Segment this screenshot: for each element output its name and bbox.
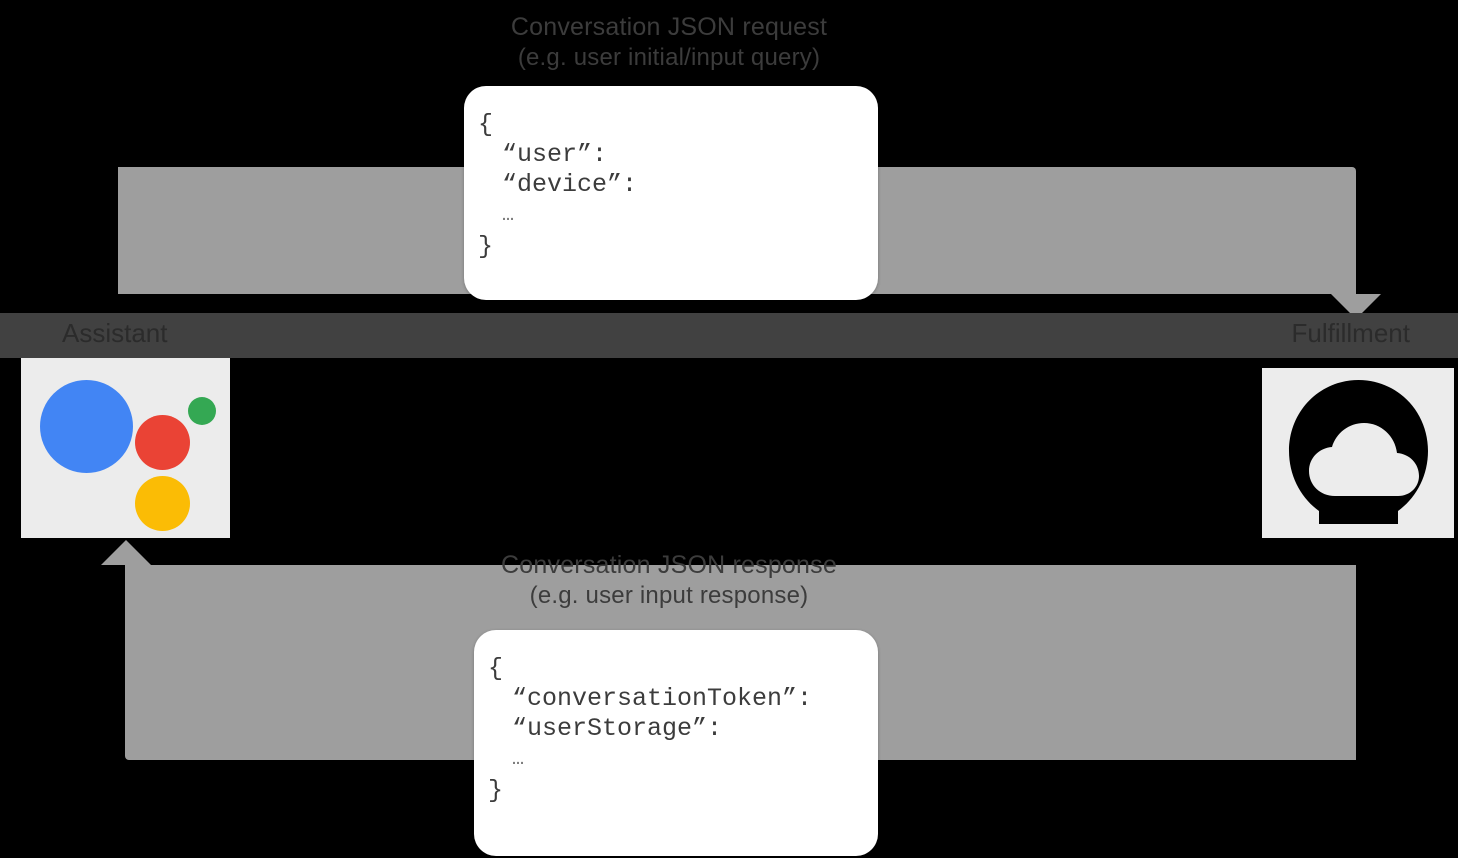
endpoint-band xyxy=(0,313,1458,358)
assistant-icon-tile xyxy=(21,358,230,538)
response-key-conversation-token: “conversationToken”: xyxy=(512,684,813,713)
request-json-card: { “user”: “device”: … } xyxy=(464,86,878,300)
google-assistant-icon-green-dot xyxy=(188,397,216,425)
request-close-brace: } xyxy=(478,232,494,261)
assistant-label: Assistant xyxy=(62,318,168,348)
response-flow-arrowhead-icon xyxy=(101,540,151,565)
google-assistant-icon-blue-dot xyxy=(40,380,133,473)
request-caption-subtitle: (e.g. user initial/input query) xyxy=(517,44,821,72)
fulfillment-icon-tile xyxy=(1262,368,1454,538)
cloud-icon xyxy=(1289,380,1428,524)
google-assistant-icon-red-dot xyxy=(135,415,190,470)
response-key-user-storage: “userStorage”: xyxy=(512,714,723,743)
response-json-card: { “conversationToken”: “userStorage”: … … xyxy=(474,630,878,856)
request-open-brace: { xyxy=(478,110,494,139)
request-ellipsis: … xyxy=(502,204,515,227)
response-open-brace: { xyxy=(488,654,504,683)
response-ellipsis: … xyxy=(512,748,525,771)
google-assistant-icon-yellow-dot xyxy=(135,476,190,531)
response-close-brace: } xyxy=(488,776,504,805)
response-caption-subtitle: (e.g. user input response) xyxy=(529,582,809,610)
request-caption: Conversation JSON request (e.g. user ini… xyxy=(309,12,1029,73)
request-key-device: “device”: xyxy=(502,170,638,199)
response-caption: Conversation JSON response (e.g. user in… xyxy=(309,550,1029,611)
request-caption-title: Conversation JSON request xyxy=(510,13,828,41)
request-key-user: “user”: xyxy=(502,140,608,169)
fulfillment-label: Fulfillment xyxy=(1291,318,1410,348)
response-caption-title: Conversation JSON response xyxy=(501,551,837,579)
